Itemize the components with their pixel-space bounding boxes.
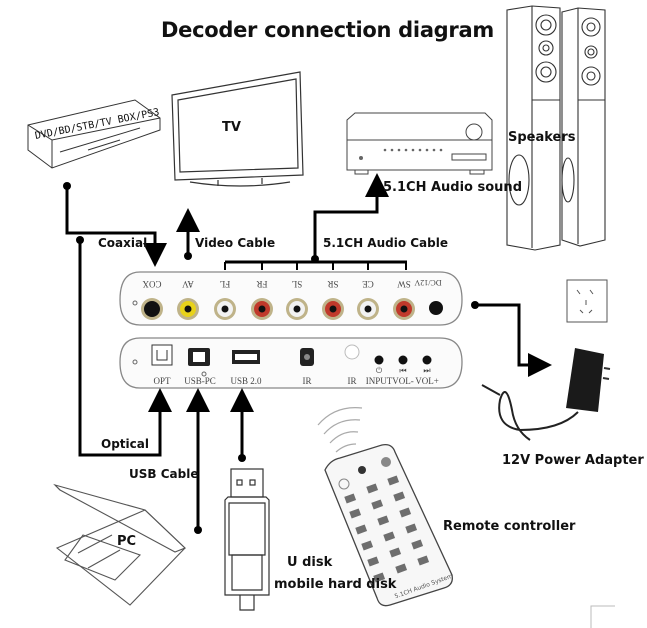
jack-av-hole bbox=[184, 305, 192, 313]
tv-icon bbox=[171, 71, 304, 187]
laptop-icon bbox=[53, 483, 187, 606]
amplifier-icon bbox=[346, 112, 493, 175]
jack-label-fr: FR bbox=[256, 279, 268, 289]
diagram-title: Decoder connection diagram bbox=[161, 18, 494, 42]
coaxial-label: Coaxial bbox=[98, 236, 148, 250]
amplifier-output-label: 5.1CH Audio sound bbox=[383, 180, 522, 195]
jack-label-fl: FL bbox=[219, 279, 231, 289]
power-adapter-label: 12V Power Adapter bbox=[502, 453, 644, 468]
jack-fl-hole bbox=[221, 305, 229, 313]
speakers-label: Speakers bbox=[508, 130, 576, 145]
port-label-ir: IR bbox=[347, 376, 357, 386]
jack-fr-hole bbox=[258, 305, 266, 313]
optical-cable-line bbox=[78, 240, 172, 457]
decoder-bottom-panel bbox=[119, 337, 463, 389]
jack-cox-hole bbox=[148, 305, 156, 313]
port-label-opt: OPT bbox=[153, 376, 171, 386]
audio-cable-line bbox=[313, 173, 389, 260]
tv-label: TV bbox=[222, 120, 241, 135]
power-port-label: DC/12V bbox=[414, 278, 442, 287]
power-cable-line bbox=[475, 303, 552, 377]
usb-a-port-icon bbox=[232, 350, 260, 364]
dc-power-jack bbox=[429, 301, 443, 315]
port-label-usb-2-0: USB 2.0 bbox=[230, 376, 262, 386]
jack-label-cox: COX bbox=[142, 279, 162, 289]
remote-label: Remote controller bbox=[443, 519, 576, 534]
port-label-vol-: VOL- bbox=[392, 376, 414, 386]
jack-label-sr: SR bbox=[327, 279, 339, 289]
remote-control-icon bbox=[317, 407, 453, 607]
wall-socket-icon bbox=[566, 279, 608, 323]
optical-port-icon bbox=[151, 344, 173, 366]
audio-cable-label: 5.1CH Audio Cable bbox=[323, 236, 448, 250]
jack-ce-hole bbox=[364, 305, 372, 313]
coaxial-cable-line bbox=[65, 186, 167, 267]
usb-b-port-icon bbox=[188, 348, 210, 366]
usb-stick-icon bbox=[224, 468, 270, 611]
power-adapter-icon bbox=[481, 348, 611, 441]
port-label-vol-: VOL+ bbox=[415, 376, 439, 386]
dvd-player-icon bbox=[27, 99, 161, 169]
jack-sl-hole bbox=[293, 305, 301, 313]
usb-disk-label-2: mobile hard disk bbox=[274, 577, 397, 592]
optical-label: Optical bbox=[101, 437, 149, 451]
usb-cable-label: USB Cable bbox=[129, 467, 199, 481]
button-vol--icon: ⏮ bbox=[399, 366, 407, 375]
jack-label-sl: SL bbox=[291, 279, 303, 289]
jack-sr-hole bbox=[329, 305, 337, 313]
port-label-ir: IR bbox=[302, 376, 312, 386]
button-input-icon: ⏻ bbox=[375, 366, 383, 375]
jack-label-av: AV bbox=[182, 279, 194, 289]
usb-disk-label-1: U disk bbox=[287, 555, 333, 570]
ir-receiver-icon bbox=[300, 348, 314, 366]
button-vol--icon: ⏭ bbox=[423, 366, 431, 375]
connection-lines bbox=[63, 173, 552, 534]
jack-label-ce: CE bbox=[362, 279, 374, 289]
jack-sw-hole bbox=[400, 305, 408, 313]
port-label-usb-pc: USB-PC bbox=[184, 376, 216, 386]
pc-label: PC bbox=[117, 534, 137, 549]
port-label-input: INPUT bbox=[365, 376, 393, 386]
speakers-icon bbox=[506, 5, 606, 251]
video-cable-label: Video Cable bbox=[195, 236, 276, 250]
